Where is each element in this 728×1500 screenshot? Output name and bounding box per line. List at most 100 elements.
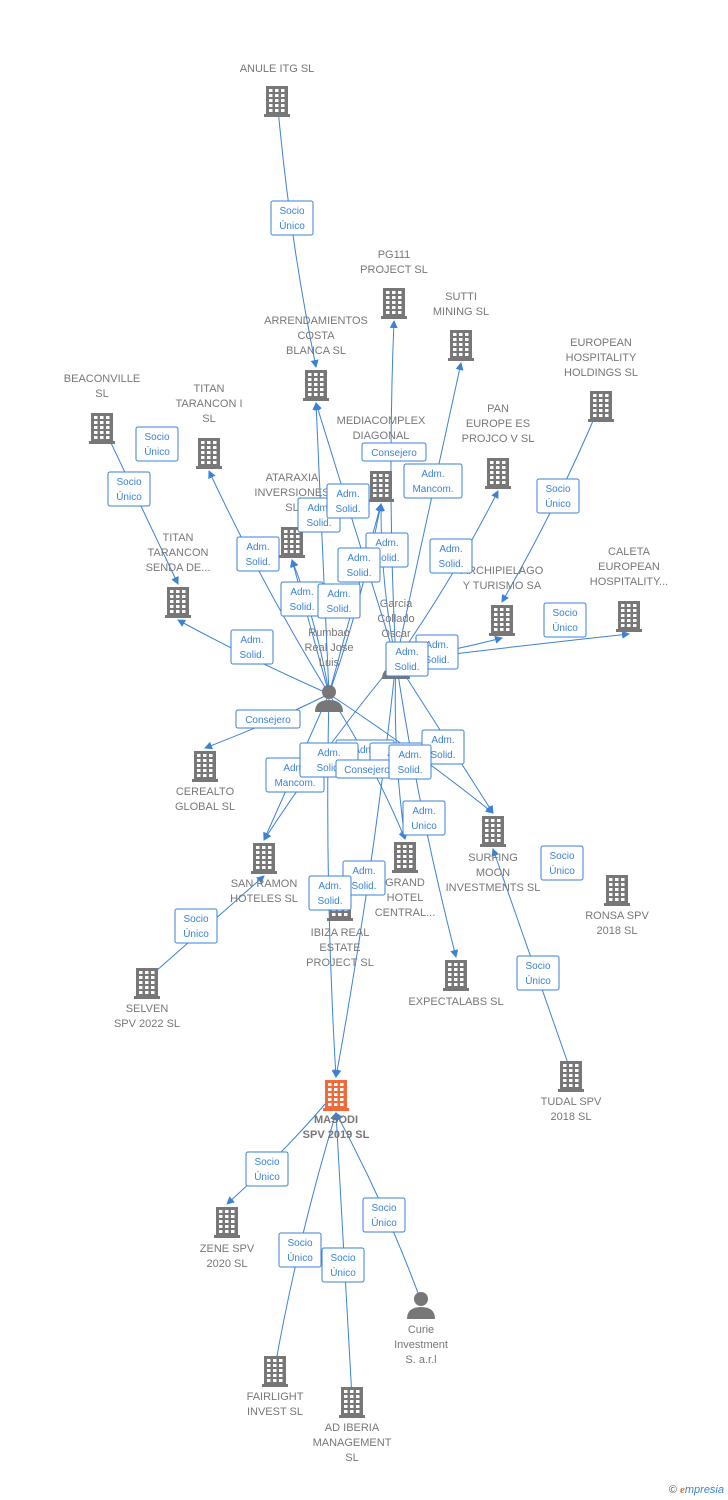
relation-label-text: Socio: [279, 206, 304, 217]
node-label: PROJECT SL: [306, 957, 374, 969]
relation-label[interactable]: Adm.Solid.: [236, 536, 280, 572]
node-label: TITAN: [194, 383, 225, 395]
node-label: HOSPITALITY: [566, 352, 637, 364]
relation-label-text: Unico: [411, 821, 437, 832]
copyright-symbol: ©: [668, 1484, 677, 1496]
relation-label[interactable]: Adm.Solid.: [429, 538, 473, 574]
relation-label-text: Único: [279, 219, 305, 232]
relation-label-text: Solid.: [346, 568, 371, 579]
relation-label[interactable]: Adm.Solid.: [230, 629, 274, 665]
relation-label-text: Adm.: [412, 806, 435, 817]
relation-label[interactable]: Adm. Solid.: [280, 581, 324, 617]
relation-label[interactable]: Consejero: [361, 442, 427, 462]
node-label: ZENE SPV: [200, 1243, 255, 1255]
node-zene[interactable]: ZENE SPV 2020 SL: [200, 1207, 255, 1270]
node-label: EXPECTALABS SL: [408, 996, 503, 1008]
relation-label-text: Adm.: [395, 647, 418, 658]
relation-label[interactable]: Adm.Mancom.: [403, 463, 463, 499]
relation-label[interactable]: Adm. Unico: [402, 800, 446, 836]
logo-wordmark: mpresia: [684, 1484, 724, 1496]
relation-label[interactable]: Adm.Solid.: [317, 583, 361, 619]
relation-label[interactable]: Adm.Solid.: [326, 483, 370, 519]
relation-label[interactable]: Adm.Solid.: [337, 547, 381, 583]
relation-label[interactable]: Consejero: [235, 709, 301, 729]
relation-label-text: Adm.: [290, 587, 313, 598]
node-expectalabs[interactable]: EXPECTALABS SL: [408, 960, 504, 1008]
building-icon: [616, 601, 642, 632]
empresia-logo[interactable]: ©empresia: [669, 1484, 724, 1496]
person-icon: [407, 1292, 435, 1319]
node-label: TARANCON I: [175, 398, 242, 410]
relation-label-text: Único: [144, 445, 170, 458]
node-anule[interactable]: ANULE ITG SL: [240, 63, 315, 117]
relation-label[interactable]: Adm.Solid.: [308, 875, 352, 911]
node-label: Curie: [408, 1324, 434, 1336]
node-grandhotel[interactable]: GRANDHOTELCENTRAL...: [375, 842, 436, 919]
node-label: SURFING: [468, 852, 518, 864]
node-label: ANULE ITG SL: [240, 63, 315, 75]
relation-label-text: Adm.: [352, 866, 375, 877]
relation-label-text: Socio: [116, 477, 141, 488]
relation-label[interactable]: Adm.Solid.: [388, 744, 432, 780]
relation-label-text: Consejero: [344, 765, 390, 776]
relation-label-text: Solid.: [289, 602, 314, 613]
node-label: Garcia: [380, 598, 413, 610]
relation-label-layer: SocioÚnicoSocioÚnicoSocioÚnicoConsejeroA…: [107, 200, 587, 1283]
relation-label-text: Adm.: [317, 748, 340, 759]
building-icon: [196, 438, 222, 469]
node-label: TARANCON: [148, 547, 209, 559]
building-icon: [480, 816, 506, 847]
relation-label[interactable]: Adm.Solid.: [385, 641, 429, 677]
building-icon: [443, 960, 469, 991]
building-icon: [303, 370, 329, 401]
relation-label-text: Adm.: [307, 503, 330, 514]
node-caleta[interactable]: CALETAEUROPEANHOSPITALITY...: [590, 546, 668, 632]
relation-label-text: Adm.: [336, 489, 359, 500]
relation-label-text: Adm.: [421, 469, 444, 480]
node-label: 2020 SL: [207, 1258, 248, 1270]
relation-label-text: Adm.: [425, 640, 448, 651]
node-label: PAN: [487, 403, 509, 415]
relation-label-text: Único: [183, 927, 209, 940]
relation-label-text: Socio: [183, 914, 208, 925]
node-label: IBIZA REAL: [311, 927, 370, 939]
relation-label-text: Único: [549, 864, 575, 877]
node-label: ATARAXIA: [266, 472, 319, 484]
